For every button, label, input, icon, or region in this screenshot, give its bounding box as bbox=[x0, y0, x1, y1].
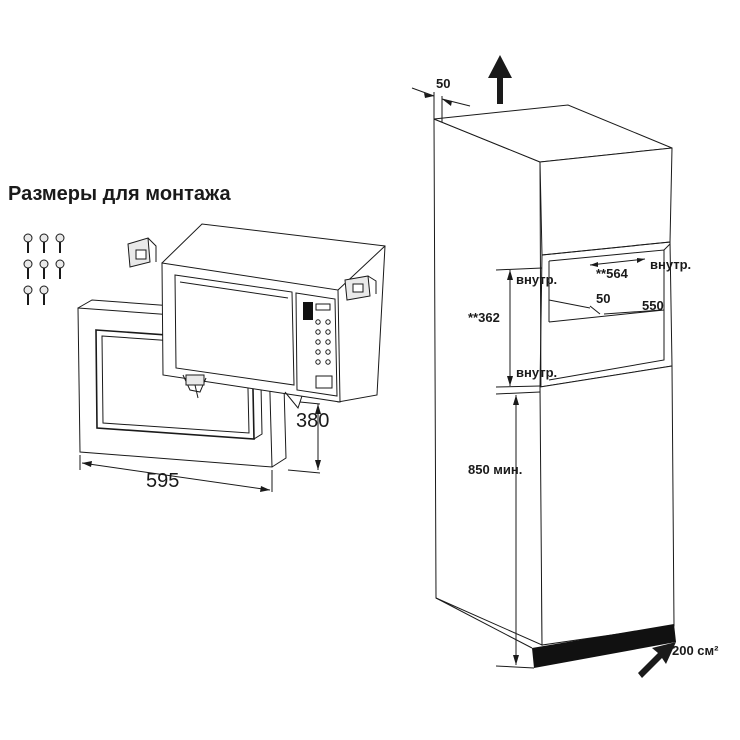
inner-label-right: внутр. bbox=[650, 257, 691, 272]
control-knob bbox=[315, 349, 321, 355]
cabinet-column bbox=[433, 104, 676, 668]
dimension-floor-height: 850 мин. bbox=[468, 391, 541, 669]
control-knob bbox=[325, 359, 331, 365]
airflow-arrow-icon: 200 см² bbox=[638, 642, 719, 678]
dimension-top-50-label: 50 bbox=[436, 76, 450, 91]
mounting-bracket-icon bbox=[127, 237, 377, 301]
control-knob bbox=[325, 339, 331, 345]
inner-label-top: внутр. bbox=[516, 272, 557, 287]
depth-label: 550 bbox=[642, 298, 664, 313]
screws-icon bbox=[23, 233, 65, 305]
control-knob bbox=[325, 329, 331, 335]
ventilation-label: 200 см² bbox=[672, 643, 719, 658]
screw-icon bbox=[23, 259, 33, 279]
floor-height-label: 850 мин. bbox=[468, 462, 522, 477]
screw-icon bbox=[39, 259, 49, 279]
dimension-380-label: 380 bbox=[296, 410, 329, 432]
control-knob bbox=[315, 359, 321, 365]
screw-icon bbox=[39, 233, 49, 253]
control-knob bbox=[325, 319, 331, 325]
microwave-oven bbox=[161, 223, 386, 410]
dimension-380: 380 bbox=[287, 401, 329, 474]
screw-icon bbox=[23, 233, 33, 253]
inner-height-label: **362 bbox=[468, 310, 500, 325]
dimension-595-label: 595 bbox=[146, 470, 179, 492]
screw-icon bbox=[23, 285, 33, 305]
control-knob bbox=[315, 319, 321, 325]
up-arrow-icon bbox=[488, 55, 512, 104]
screw-icon bbox=[55, 259, 65, 279]
screw-icon bbox=[55, 233, 65, 253]
inner-dimensions: внутр. **362 внутр. **564 внутр. 50 550 bbox=[468, 257, 691, 388]
page-title: Размеры для монтажа bbox=[8, 183, 231, 205]
screw-icon bbox=[39, 285, 49, 305]
dimension-595: 595 bbox=[79, 455, 273, 492]
control-knob bbox=[315, 339, 321, 345]
inner-width-label: **564 bbox=[596, 266, 629, 281]
control-knob bbox=[325, 349, 331, 355]
control-knob bbox=[315, 329, 321, 335]
dimension-top-50: 50 bbox=[411, 76, 471, 122]
inner-label-bottom: внутр. bbox=[516, 365, 557, 380]
setback-label: 50 bbox=[596, 291, 610, 306]
